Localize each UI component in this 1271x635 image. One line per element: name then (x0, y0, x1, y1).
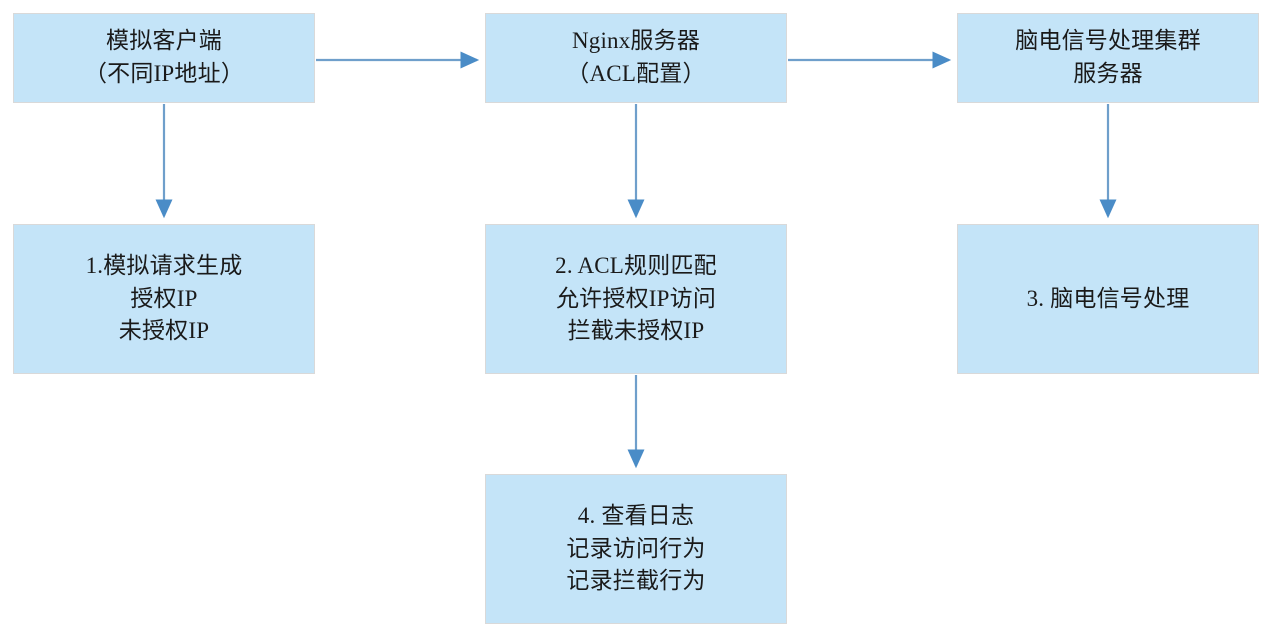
node-step3[interactable]: 3. 脑电信号处理 (957, 224, 1259, 374)
node-nginx-label: Nginx服务器 （ACL配置） (566, 28, 706, 86)
node-step4[interactable]: 4. 查看日志 记录访问行为 记录拦截行为 (485, 474, 787, 624)
node-client[interactable]: 模拟客户端 （不同IP地址） (13, 13, 315, 103)
node-step2[interactable]: 2. ACL规则匹配 允许授权IP访问 拦截未授权IP (485, 224, 787, 374)
node-step3-label: 3. 脑电信号处理 (1026, 285, 1190, 311)
node-step4-label: 4. 查看日志 记录访问行为 记录拦截行为 (566, 503, 706, 594)
node-client-label: 模拟客户端 （不同IP地址） (83, 28, 245, 86)
node-eeg-cluster[interactable]: 脑电信号处理集群 服务器 (957, 13, 1259, 103)
node-nginx[interactable]: Nginx服务器 （ACL配置） (485, 13, 787, 103)
node-step1[interactable]: 1.模拟请求生成 授权IP 未授权IP (13, 224, 315, 374)
node-step2-label: 2. ACL规则匹配 允许授权IP访问 拦截未授权IP (555, 253, 717, 344)
node-step1-label: 1.模拟请求生成 授权IP 未授权IP (85, 253, 243, 344)
node-eeg-cluster-label: 脑电信号处理集群 服务器 (1015, 28, 1201, 86)
